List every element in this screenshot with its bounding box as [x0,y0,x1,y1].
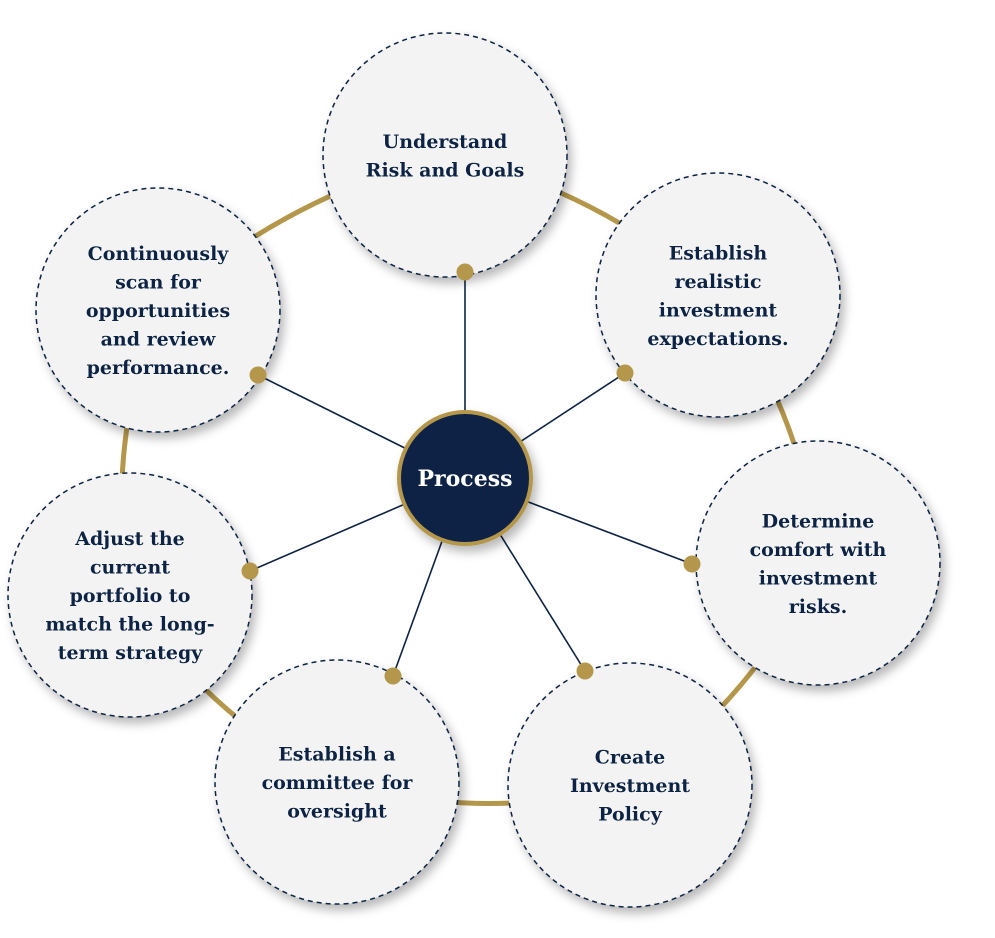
step-circle [214,659,460,905]
step-label-line: Policy [598,804,662,826]
connector-dot [456,263,474,281]
connector-dot [241,562,259,580]
step-circle [7,472,253,718]
step-label-line: risks. [789,596,847,618]
step-label-line: match the long- [45,614,214,636]
step-node: Continuously scan for opportunities and rev… [35,187,281,433]
center-label: Process [418,466,513,492]
center-node: Process [397,410,533,546]
step-node: Establish a committee for oversight [214,659,460,905]
step-label-line: opportunities [86,300,230,322]
step-label: Establish a committee for oversight [262,744,414,823]
step-label-line: Adjust the [74,528,184,550]
step-label-line: realistic [674,271,761,293]
connector-dot [384,667,402,685]
connector-dot [249,366,267,384]
step-circle [507,662,753,908]
step-label: Continuously scan for opportunities and rev… [86,243,230,379]
step-label-line: and review [101,329,216,351]
step-node: Determine comfort with investment risks. [683,440,941,686]
step-label-line: investment [659,299,778,321]
step-label-line: Risk and Goals [366,159,525,181]
step-label-line: investment [759,567,878,589]
step-label: Establish realistic investment expectations… [647,242,788,350]
step-label-line: Understand [383,131,508,153]
step-label-line: comfort with [750,539,887,561]
step-label-line: Continuously [88,243,230,265]
step-node: Adjust the current portfolio to match the l… [7,472,259,718]
step-label-line: Investment [570,775,690,797]
step-circle [322,32,568,278]
step-label-line: committee for [262,772,414,794]
step-label-line: scan for [115,272,202,294]
step-label-line: current [90,557,170,579]
step-label-line: Create [595,747,665,769]
step-label-line: Determine [762,510,875,532]
connector-dot [683,555,701,573]
step-label-line: Establish a [278,744,395,766]
connector-dot [576,662,594,680]
step-label-line: oversight [287,801,387,823]
step-label-line: term strategy [58,642,204,664]
step-circle [695,440,941,686]
step-circle [35,187,281,433]
connector-dot [616,364,634,382]
step-label: Adjust the current portfolio to match the l… [45,528,214,664]
step-label: Determine comfort with investment risks. [750,510,887,618]
step-label-line: performance. [87,357,230,379]
step-label-line: Establish [669,242,768,264]
step-label-line: portfolio to [70,585,191,607]
step-node: Establish realistic investment expectations… [595,172,841,418]
step-circle [595,172,841,418]
center-circle [397,410,533,546]
step-label-line: expectations. [647,328,788,350]
